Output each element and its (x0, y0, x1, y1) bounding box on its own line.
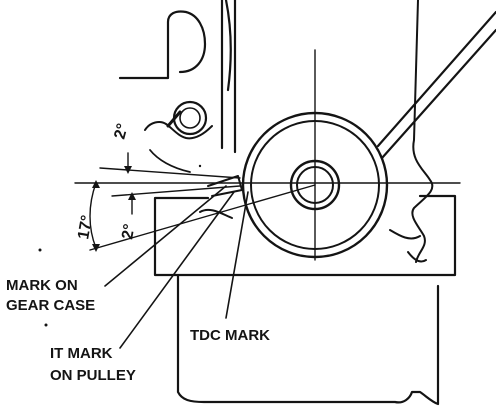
adjuster-knob-icon (144, 100, 213, 140)
arc-17deg (89, 182, 97, 249)
leader-it-mark (119, 191, 235, 349)
leader-gear-case (104, 185, 227, 287)
it-mark-label-line2: ON PULLEY (50, 367, 136, 384)
upper-2deg-line (99, 167, 241, 179)
gear-case-pointer (207, 175, 243, 197)
gear-case-notch (199, 208, 427, 263)
arrow-head-17-top (92, 180, 100, 188)
guide-curve (149, 149, 191, 173)
lower-body (176, 274, 440, 406)
housing-edge-right (411, 0, 434, 263)
mark-on-gear-case-label-line2: GEAR CASE (6, 297, 95, 314)
upper-bracket (118, 10, 207, 80)
scan-dot (198, 164, 202, 168)
timing-belt (376, 10, 496, 160)
angle-17deg-label: 17° (75, 214, 96, 241)
engine-block-outline (220, 0, 237, 154)
arrow-head-17-bottom (92, 244, 100, 252)
lower-2deg-line (111, 185, 241, 197)
scan-dot (44, 323, 48, 327)
17deg-line (89, 184, 316, 251)
angle-lower-2deg-label: 2° (119, 223, 138, 241)
angle-upper-2deg-label: 2° (111, 122, 131, 141)
gear-case-outline (153, 194, 457, 277)
leader-tdc-mark (225, 191, 249, 319)
arrow-head-lower (128, 192, 136, 200)
tdc-mark-label: TDC MARK (190, 327, 270, 344)
mark-on-gear-case-label-line1: MARK ON (6, 277, 78, 294)
arrow-head-upper (124, 166, 132, 174)
scan-dot (38, 248, 42, 252)
it-mark-label-line1: IT MARK (50, 345, 113, 362)
